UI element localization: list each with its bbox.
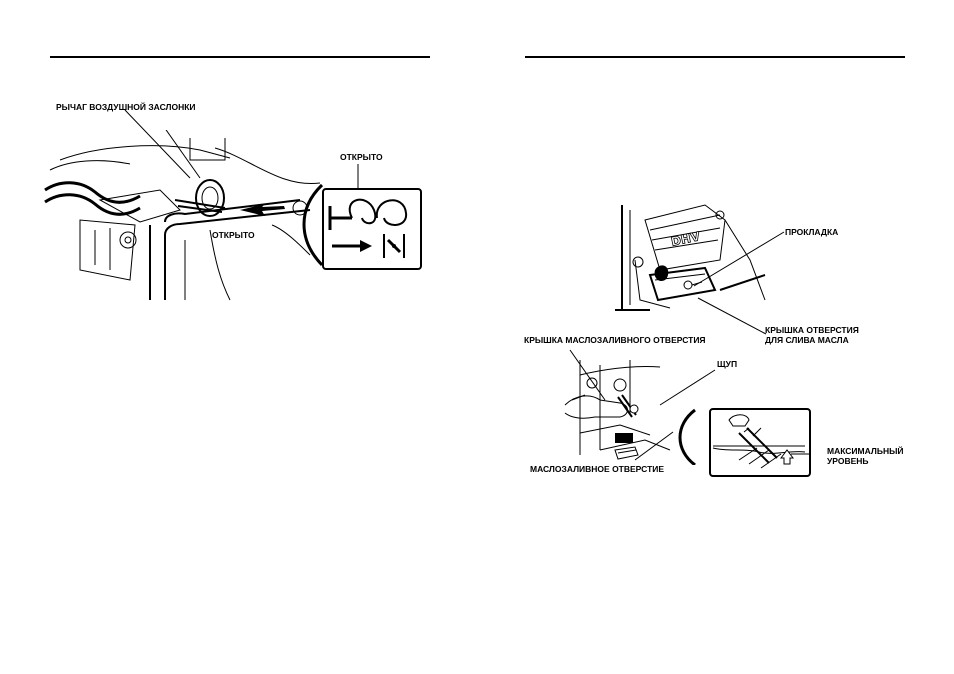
- open-main-label: ОТКРЫТО: [212, 230, 255, 240]
- dipstick-label: ЩУП: [717, 359, 737, 369]
- max-level-label-line1: МАКСИМАЛЬНЫЙ: [827, 446, 904, 456]
- drain-cap-label-line1: КРЫШКА ОТВЕРСТИЯ: [765, 325, 859, 335]
- gasket-label: ПРОКЛАДКА: [785, 227, 838, 237]
- max-level-label-line2: УРОВЕНЬ: [827, 456, 869, 466]
- choke-lever-label: РЫЧАГ ВОЗДУШНОЙ ЗАСЛОНКИ: [56, 102, 196, 112]
- choke-lever-leader: [120, 108, 340, 188]
- drain-cap-label-line2: ДЛЯ СЛИВА МАСЛА: [765, 335, 849, 345]
- oil-level-inset-drawing: [709, 408, 811, 477]
- drain-leaders: [680, 228, 790, 338]
- left-page-header-rule: [50, 56, 430, 58]
- choke-open-symbols: [322, 188, 422, 270]
- open-inset-label: ОТКРЫТО: [340, 152, 383, 162]
- open-inset-leader: [350, 162, 370, 192]
- filler-cap-label: КРЫШКА МАСЛОЗАЛИВНОГО ОТВЕРСТИЯ: [524, 335, 706, 345]
- filler-neck-label: МАСЛОЗАЛИВНОЕ ОТВЕРСТИЕ: [530, 464, 664, 474]
- right-page-header-rule: [525, 56, 905, 58]
- filler-leaders: [565, 340, 725, 470]
